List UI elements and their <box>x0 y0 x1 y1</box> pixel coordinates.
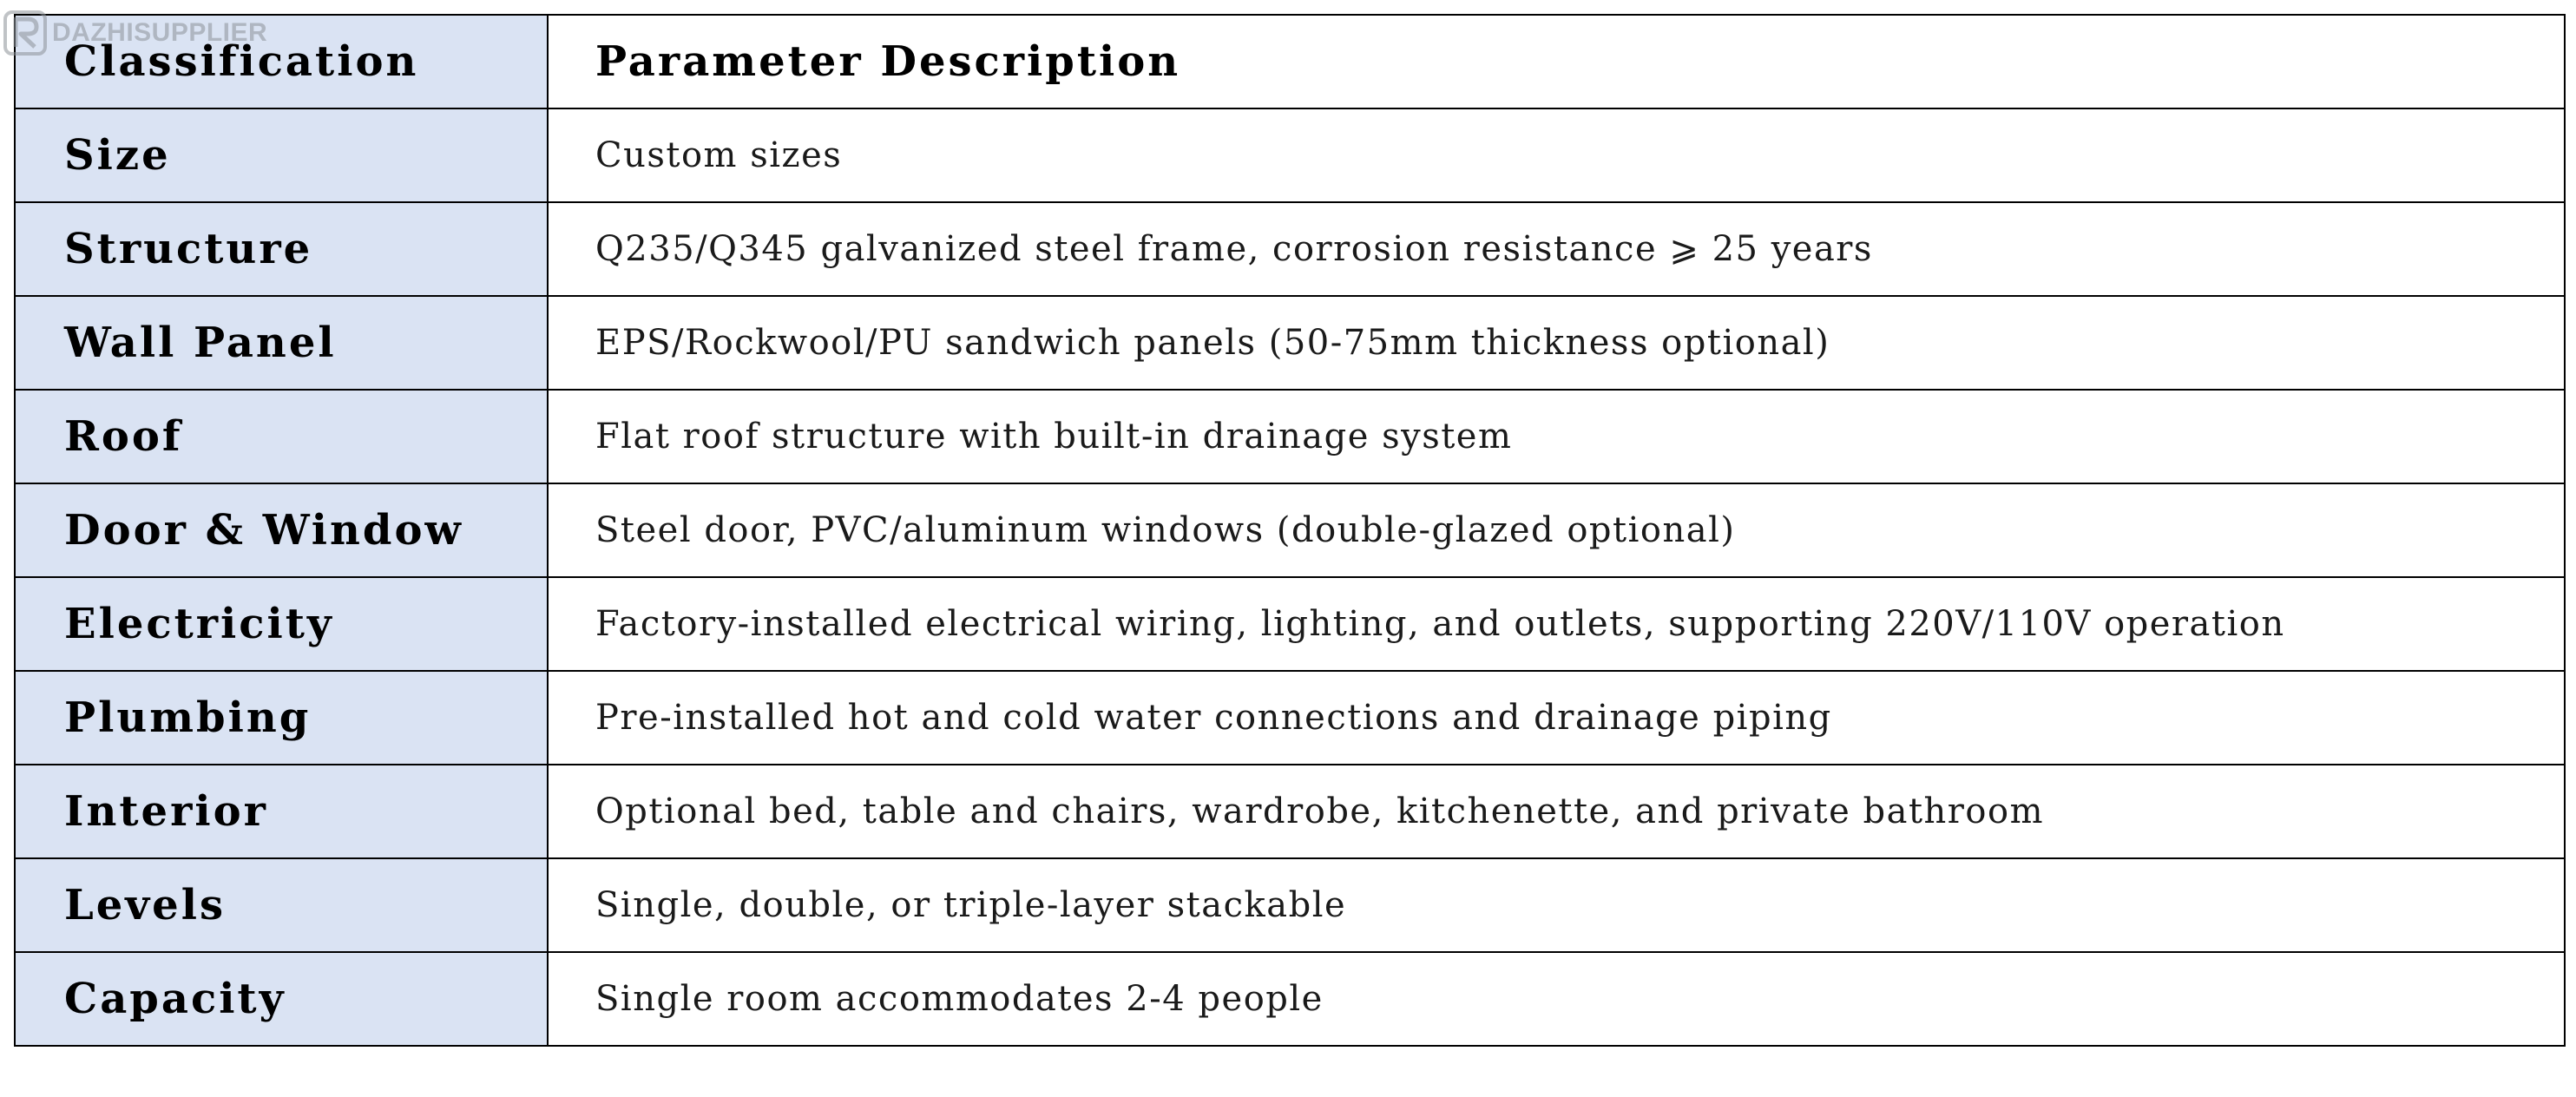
classification-cell: Roof <box>14 389 549 484</box>
table-header-row: Classification Parameter Description <box>14 14 2566 109</box>
classification-cell: Plumbing <box>14 670 549 765</box>
header-classification: Classification <box>14 14 549 109</box>
watermark-text: DAZHISUPPLIER <box>52 18 268 47</box>
watermark-logo-icon <box>3 10 47 56</box>
description-cell: Q235/Q345 galvanized steel frame, corros… <box>547 201 2566 297</box>
spec-table: Classification Parameter Description Siz… <box>14 14 2566 1047</box>
header-description: Parameter Description <box>547 14 2566 109</box>
description-cell: Optional bed, table and chairs, wardrobe… <box>547 764 2566 859</box>
classification-cell: Interior <box>14 764 549 859</box>
classification-cell: Levels <box>14 857 549 953</box>
description-cell: Flat roof structure with built-in draina… <box>547 389 2566 484</box>
classification-cell: Size <box>14 108 549 203</box>
watermark: DAZHISUPPLIER <box>3 10 267 56</box>
description-cell: Single room accommodates 2-4 people <box>547 951 2566 1047</box>
description-cell: Custom sizes <box>547 108 2566 203</box>
description-cell: Steel door, PVC/aluminum windows (double… <box>547 483 2566 578</box>
description-cell: Factory-installed electrical wiring, lig… <box>547 576 2566 672</box>
description-cell: Pre-installed hot and cold water connect… <box>547 670 2566 765</box>
description-cell: Single, double, or triple-layer stackabl… <box>547 857 2566 953</box>
table-body: Classification Parameter Description Siz… <box>14 14 2566 1047</box>
classification-cell: Structure <box>14 201 549 297</box>
classification-cell: Wall Panel <box>14 295 549 391</box>
description-cell: EPS/Rockwool/PU sandwich panels (50-75mm… <box>547 295 2566 391</box>
classification-cell: Electricity <box>14 576 549 672</box>
classification-cell: Capacity <box>14 951 549 1047</box>
classification-cell: Door & Window <box>14 483 549 578</box>
